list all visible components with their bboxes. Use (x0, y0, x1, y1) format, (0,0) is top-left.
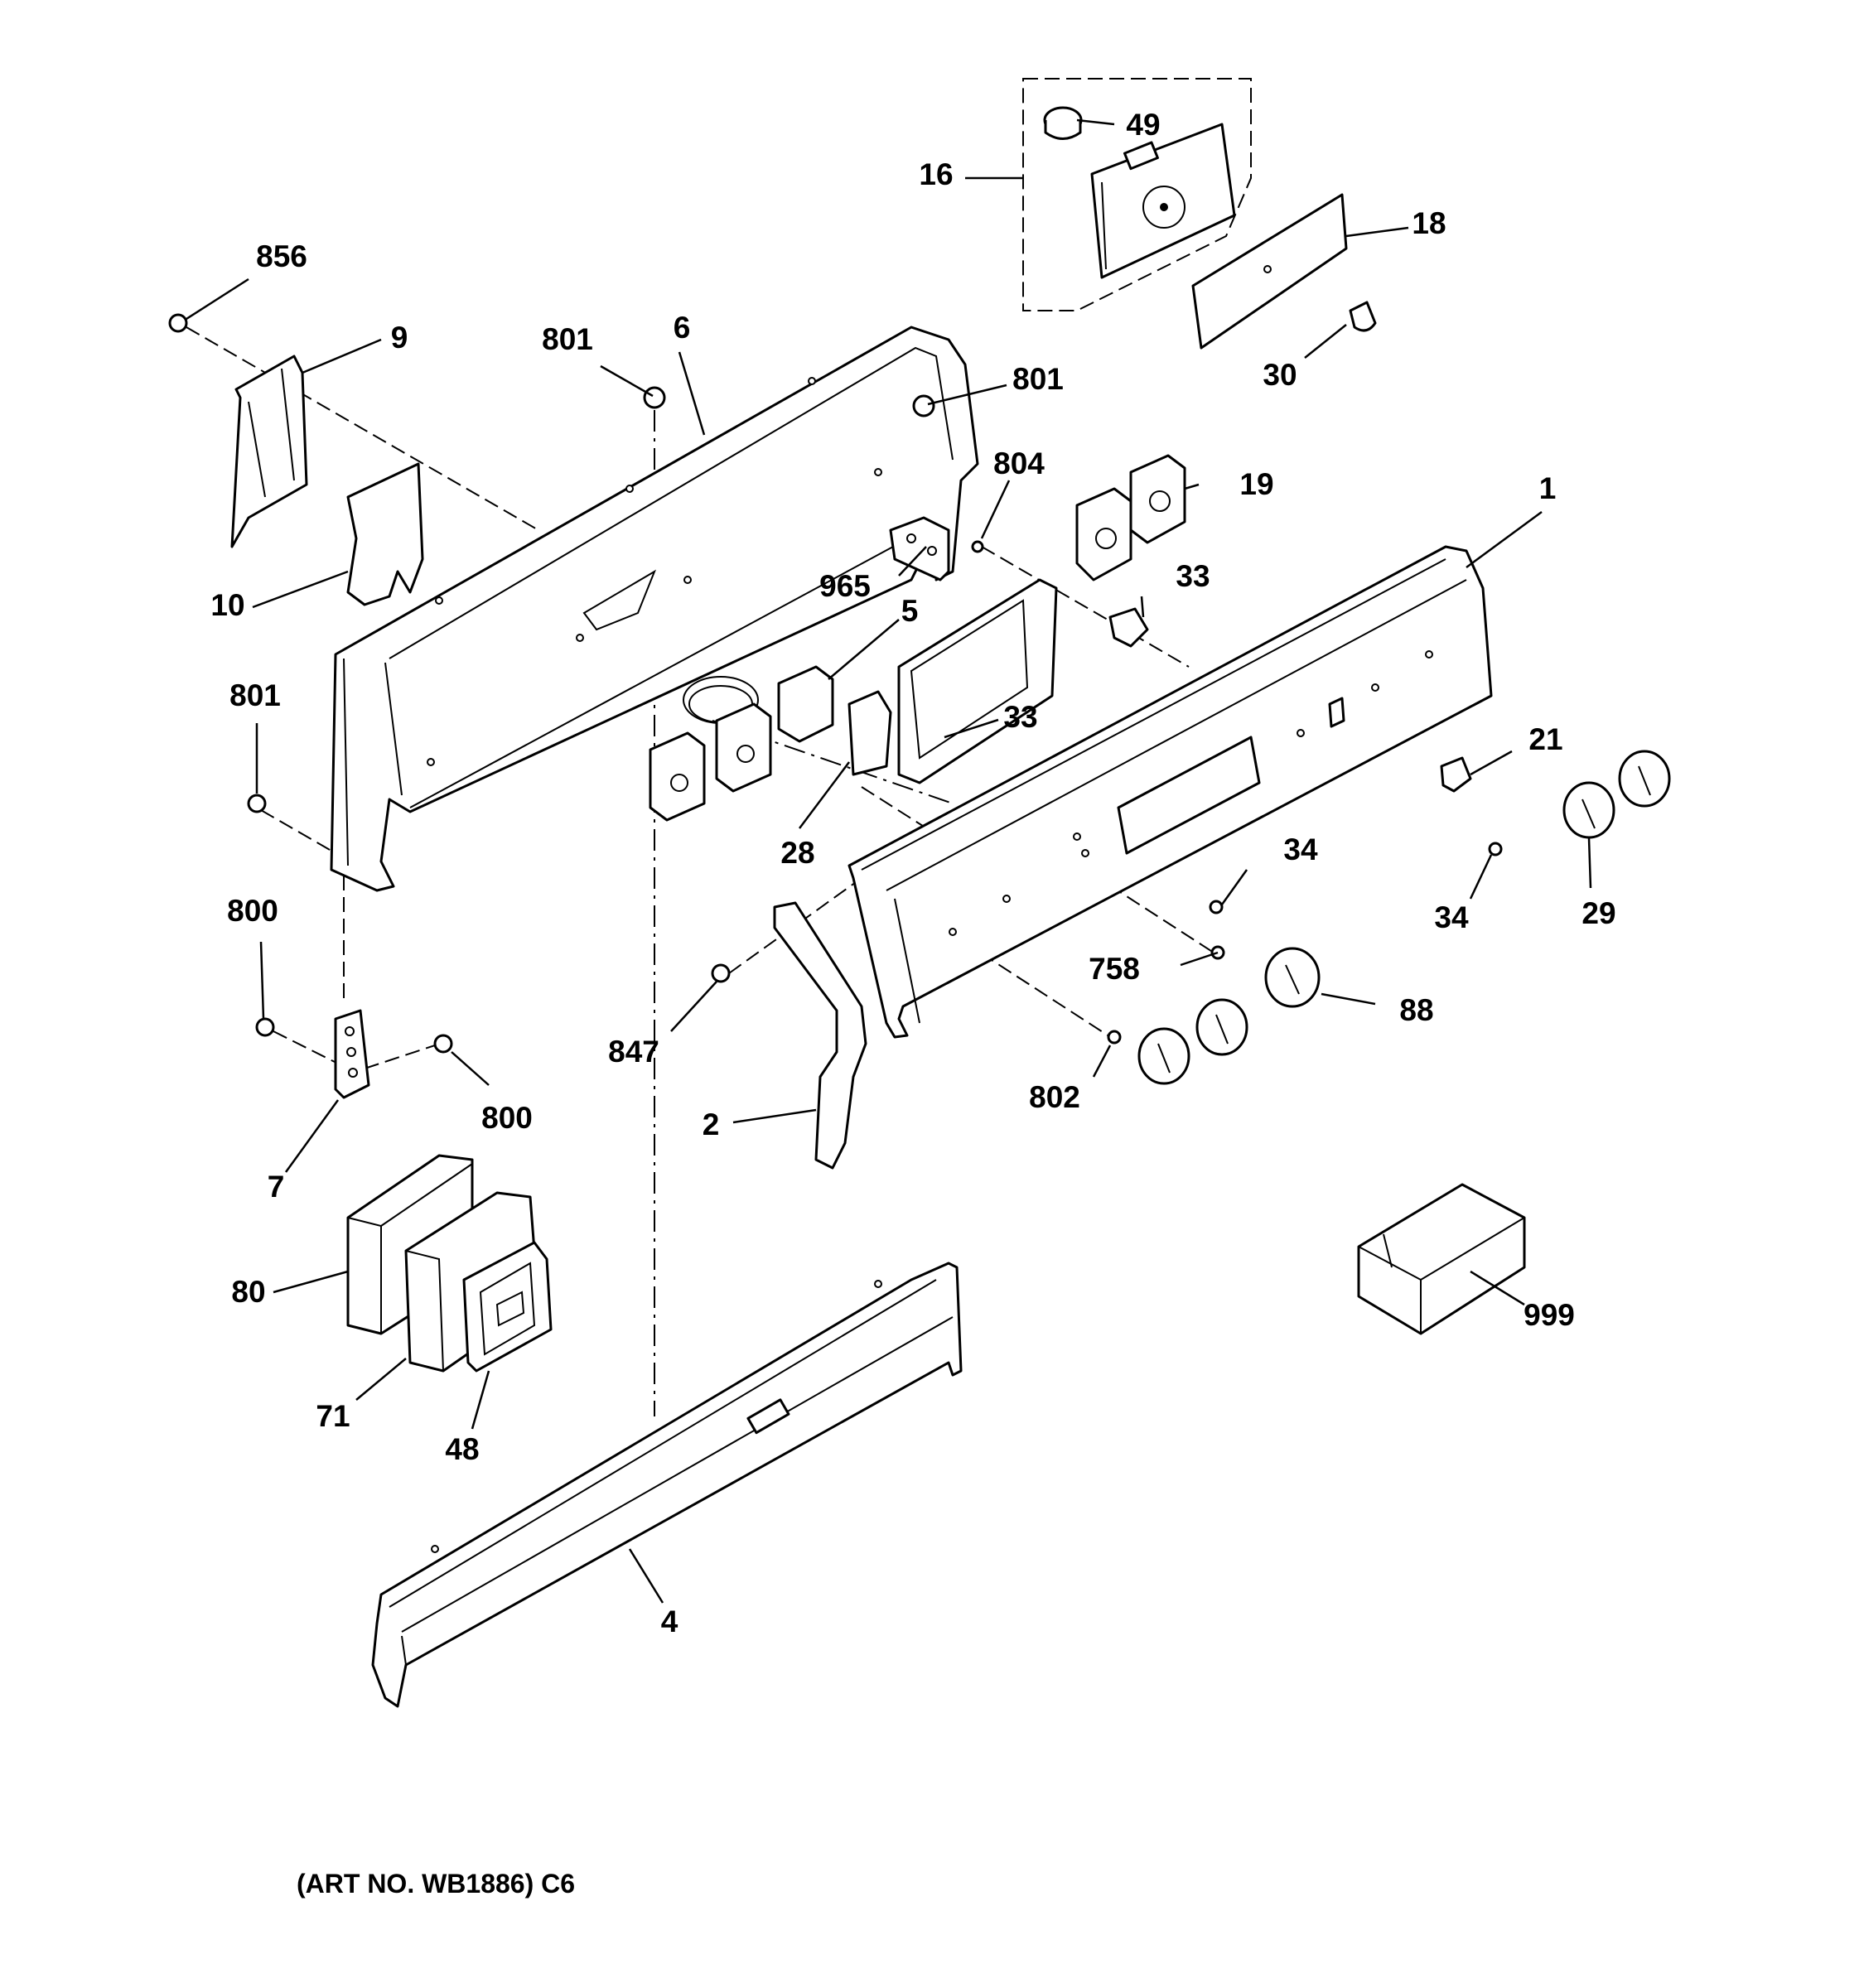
art-number-caption: (ART NO. WB1886) C6 (297, 1869, 575, 1899)
callout-30: 30 (1263, 358, 1297, 392)
part-21-switch (1440, 756, 1472, 793)
part-88-knobs (1137, 947, 1321, 1085)
callout-5: 5 (901, 594, 919, 628)
callout-801-right: 801 (1012, 362, 1064, 396)
callout-9: 9 (391, 321, 408, 355)
callout-16: 16 (919, 157, 953, 191)
part-19-switches (1075, 454, 1186, 581)
callout-19: 19 (1239, 467, 1273, 501)
callout-18: 18 (1412, 206, 1446, 240)
part-48-frame (462, 1241, 553, 1373)
leader-lines (186, 118, 1592, 1604)
callout-2: 2 (703, 1107, 720, 1141)
callout-847: 847 (608, 1035, 659, 1069)
callout-labels: 856 9 801 6 801 804 19 1 33 965 10 5 801… (210, 108, 1615, 1638)
part-16-clock-assembly (1022, 78, 1252, 311)
callout-6: 6 (674, 311, 691, 345)
part-1-control-panel (847, 545, 1493, 1039)
part-28-bracket (847, 578, 1058, 784)
part-10-bracket (346, 462, 424, 606)
callout-34-center: 34 (1283, 832, 1318, 866)
callout-71: 71 (316, 1399, 350, 1433)
callout-7: 7 (268, 1170, 285, 1204)
callout-965: 965 (819, 569, 871, 603)
callout-802: 802 (1029, 1080, 1080, 1114)
callout-33-lower: 33 (1003, 700, 1037, 734)
callout-29: 29 (1582, 896, 1615, 930)
callout-48: 48 (445, 1432, 479, 1466)
callout-801-left: 801 (229, 678, 281, 712)
callout-800-bottom: 800 (481, 1101, 533, 1135)
part-33-switch-upper (1108, 607, 1149, 648)
callout-804: 804 (993, 446, 1045, 480)
callout-999: 999 (1524, 1298, 1575, 1332)
callout-10: 10 (210, 588, 244, 622)
callout-1: 1 (1539, 471, 1557, 505)
part-6-back-panel (330, 326, 979, 892)
part-29-knobs (1562, 750, 1671, 839)
callout-34-right: 34 (1434, 900, 1469, 934)
screws (168, 313, 1503, 1054)
part-999-carton (1357, 1183, 1526, 1335)
part-2-end-support (773, 901, 867, 1170)
part-5-control-switches (649, 665, 834, 822)
part-30-knob (1349, 301, 1377, 332)
callout-88: 88 (1399, 993, 1433, 1027)
callout-758: 758 (1089, 952, 1140, 986)
callout-856: 856 (256, 239, 307, 273)
callout-21: 21 (1528, 722, 1562, 756)
callout-80: 80 (231, 1275, 265, 1309)
part-9-bracket (230, 355, 308, 548)
callout-49: 49 (1126, 108, 1160, 142)
part-4-trim-channel (371, 1262, 963, 1708)
callout-33-upper: 33 (1176, 559, 1210, 593)
callout-801-top: 801 (542, 322, 593, 356)
callout-800-top: 800 (227, 894, 278, 928)
callout-4: 4 (661, 1604, 678, 1638)
callout-28: 28 (780, 836, 814, 870)
